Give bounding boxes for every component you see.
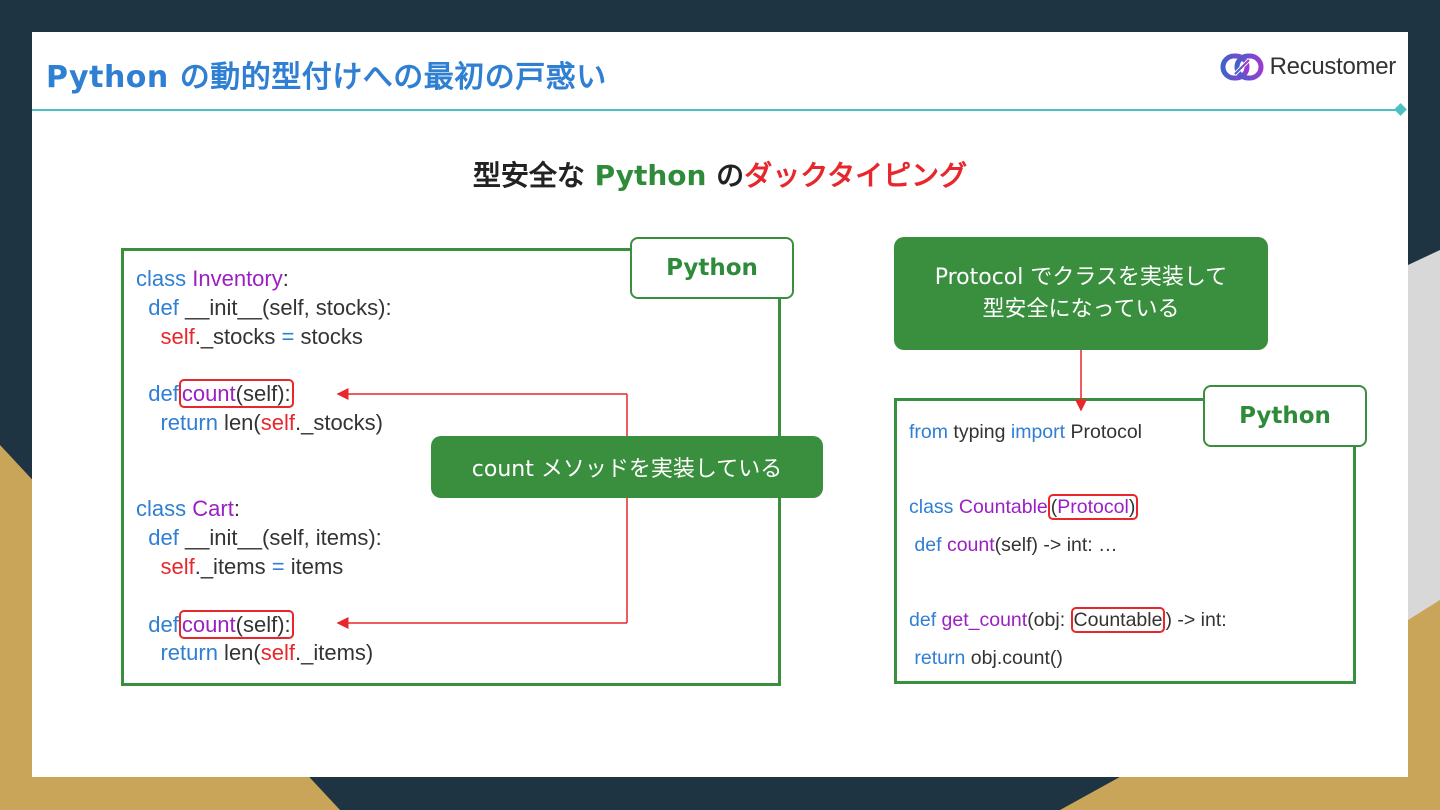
code-self: self bbox=[160, 323, 195, 349]
code-text: (obj: bbox=[1027, 608, 1071, 631]
section-heading: 型安全な Python のダックタイピング bbox=[32, 154, 1408, 194]
code-text: ._stocks bbox=[194, 323, 282, 349]
code-keyword: return bbox=[160, 409, 218, 435]
code-text: ) -> int: bbox=[1165, 608, 1227, 631]
code-text: len( bbox=[217, 640, 261, 666]
code-method-name: count bbox=[946, 533, 995, 556]
count-highlight-1: count(self): bbox=[178, 379, 294, 409]
recustomer-logo-icon bbox=[1220, 53, 1264, 81]
language-tag-right: Python bbox=[1203, 385, 1367, 447]
code-text: (self): bbox=[235, 611, 291, 637]
callout-protocol-line-2: 型安全になっている bbox=[982, 296, 1180, 322]
header-divider bbox=[32, 109, 1402, 111]
code-method-name: count bbox=[181, 611, 236, 637]
code-operator: = bbox=[271, 553, 285, 579]
right-code-block: from typing import Protocol class Counta… bbox=[909, 414, 1227, 677]
code-self: self bbox=[260, 409, 295, 435]
code-text: (self) -> int: … bbox=[994, 533, 1118, 556]
protocol-highlight: (Protocol) bbox=[1047, 494, 1139, 521]
subtitle-part-1: 型安全な bbox=[472, 159, 595, 192]
code-keyword: class bbox=[136, 266, 187, 291]
left-code-block: class Inventory: def __init__(self, stoc… bbox=[136, 265, 392, 668]
code-text: ._items bbox=[194, 553, 272, 579]
slide: Python の動的型付けへの最初の戸惑い Recustomer 型安全な Py… bbox=[32, 32, 1408, 777]
callout-protocol-line-1: Protocol でクラスを実装して bbox=[934, 264, 1228, 290]
code-class-name: Countable bbox=[958, 496, 1048, 519]
count-highlight-2: count(self): bbox=[178, 609, 294, 639]
code-keyword: from bbox=[909, 421, 948, 443]
code-self: self bbox=[160, 553, 195, 579]
code-class-name: Protocol bbox=[1057, 496, 1129, 519]
code-keyword: def bbox=[914, 533, 942, 556]
code-class-name: Cart bbox=[192, 496, 234, 522]
subtitle-part-3: の bbox=[706, 159, 745, 192]
code-text: (self): bbox=[235, 381, 291, 407]
code-text: : bbox=[282, 266, 289, 291]
code-keyword: def bbox=[909, 608, 937, 631]
code-keyword: def bbox=[148, 611, 179, 637]
brand-logo: Recustomer bbox=[1220, 52, 1396, 82]
code-method-name: count bbox=[181, 381, 236, 407]
code-keyword: return bbox=[160, 640, 218, 666]
code-text: ( bbox=[1050, 496, 1058, 519]
code-operator: = bbox=[281, 323, 295, 349]
code-text: len( bbox=[217, 409, 261, 435]
subtitle-python: Python bbox=[594, 159, 707, 192]
code-self: self bbox=[260, 640, 295, 666]
code-text: ) bbox=[1128, 496, 1136, 519]
callout-count-method: count メソッドを実装している bbox=[431, 436, 823, 498]
brand-name: Recustomer bbox=[1269, 53, 1397, 80]
callout-protocol: Protocol でクラスを実装して 型安全になっている bbox=[894, 237, 1268, 350]
page-title: Python の動的型付けへの最初の戸惑い bbox=[46, 60, 607, 95]
code-text: ._stocks) bbox=[294, 409, 384, 435]
code-keyword: def bbox=[148, 294, 179, 320]
countable-highlight: Countable bbox=[1070, 606, 1166, 633]
code-keyword: class bbox=[909, 496, 954, 519]
code-text: obj.count() bbox=[965, 646, 1063, 669]
code-keyword: class bbox=[136, 496, 187, 522]
code-function-name: get_count bbox=[941, 608, 1028, 631]
code-class-name: Inventory bbox=[192, 266, 283, 291]
code-text: Protocol bbox=[1065, 421, 1143, 443]
code-text: typing bbox=[948, 421, 1011, 443]
code-text: ._items) bbox=[294, 640, 374, 666]
language-tag-left: Python bbox=[630, 237, 794, 299]
code-text: stocks bbox=[294, 323, 363, 349]
code-keyword: def bbox=[148, 525, 179, 551]
code-keyword: def bbox=[148, 381, 179, 407]
code-text: : bbox=[233, 496, 240, 522]
code-text: items bbox=[284, 553, 344, 579]
code-text: __init__(self, items): bbox=[178, 525, 382, 551]
code-keyword: import bbox=[1010, 421, 1066, 443]
code-keyword: return bbox=[914, 646, 966, 669]
header-divider-end bbox=[1394, 103, 1407, 116]
subtitle-duck-typing: ダックタイピング bbox=[744, 159, 968, 192]
code-text: __init__(self, stocks): bbox=[178, 294, 392, 320]
